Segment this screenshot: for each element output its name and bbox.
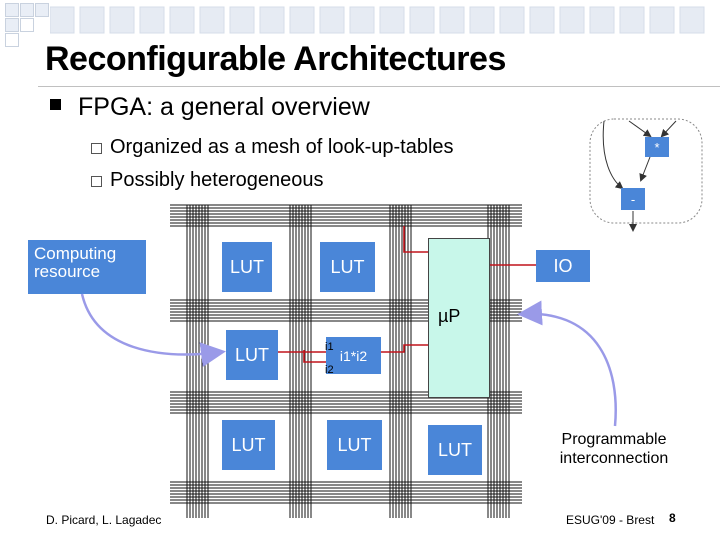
decoration-square (5, 18, 19, 32)
interconnection-arrow (517, 300, 617, 427)
decoration-square (5, 3, 19, 17)
footer-authors: D. Picard, L. Lagadec (46, 513, 162, 527)
inset-graph-frame (589, 118, 703, 224)
wire (403, 226, 428, 253)
checkbox-bullet-icon (91, 143, 102, 154)
lut-block: LUT (222, 242, 272, 292)
lut-block: LUT (222, 420, 275, 470)
sub-bullet-1: Organized as a mesh of look-up-tables (110, 136, 454, 158)
decoration-square (5, 33, 19, 47)
programmable-interconnection-label: Programmable interconnection (548, 427, 680, 471)
computing-resource-block: Computing resource (28, 240, 146, 294)
sub-bullet-2: Possibly heterogeneous (110, 169, 324, 191)
bullet-square-icon (50, 99, 61, 110)
wire (381, 344, 428, 353)
bullet-text: FPGA: a general overview (78, 93, 370, 121)
microprocessor-label: µP (438, 306, 461, 326)
footer-venue: ESUG'09 - Brest (566, 513, 655, 527)
title-rule (38, 86, 720, 87)
decoration-square (20, 18, 34, 32)
inset-minus-node: - (621, 188, 645, 210)
computing-resource-arrow (80, 293, 226, 367)
multiplier-input-label: i1 (325, 341, 334, 353)
page-number: 8 (669, 511, 676, 525)
horizontal-channel (170, 204, 522, 227)
lut-block: LUT (320, 242, 375, 292)
inset-multiply-node: * (645, 137, 669, 157)
header-band (50, 6, 705, 34)
io-block: IO (536, 250, 590, 282)
lut-block: LUT (226, 330, 278, 380)
wire (303, 350, 326, 363)
decoration-square (20, 3, 34, 17)
multiplier-block: i1*i2 (326, 337, 381, 374)
lut-block: LUT (428, 425, 482, 475)
checkbox-bullet-icon (91, 176, 102, 187)
slide-title: Reconfigurable Architectures (45, 40, 506, 78)
multiplier-input-label: i2 (325, 364, 334, 376)
lut-block: LUT (327, 420, 382, 470)
decoration-square (35, 3, 49, 17)
microprocessor-block (428, 238, 490, 398)
